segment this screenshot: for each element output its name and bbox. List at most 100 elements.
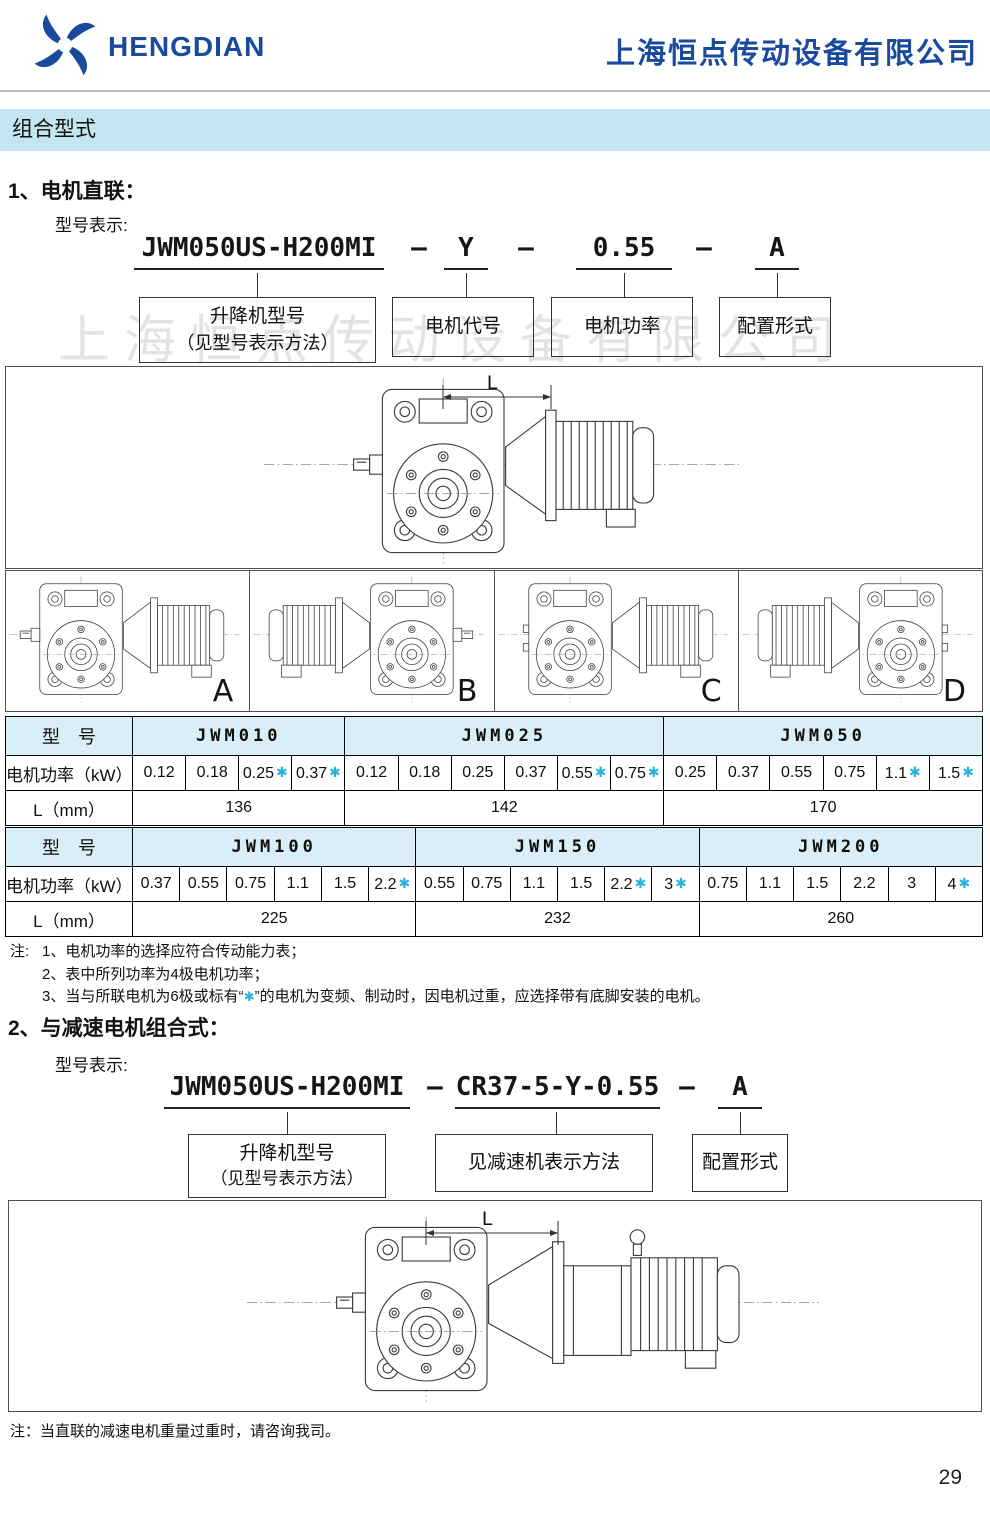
star-mark: ✱ [958,874,971,891]
power-cell: 2.2 [840,866,889,902]
power-cell: 0.37✱ [291,755,346,791]
power-cell: 0.37 [503,755,558,791]
power-cell: 3✱ [651,866,700,902]
page-number: 29 [938,1466,962,1489]
power-cell: 1.1✱ [875,755,930,791]
input-shaft-drawing [353,454,383,475]
power-cell: 4✱ [934,866,984,902]
note-3: 3、当与所联电机为6极或标有“✱”的电机为变频、制动时，因电机过重，应选择带有底… [42,986,970,1009]
designation-dash: – [518,233,534,263]
config-letter: B [456,674,478,709]
designation-part-model: JWM050US-H200MI [164,1072,410,1109]
power-cell: 1.5 [320,866,370,902]
length-row-label: L（mm） [5,790,133,826]
power-cell: 0.55 [179,866,228,902]
caption-config-type: 配置形式 [719,297,831,357]
power-cell: 0.75 [698,866,747,902]
power-cell: 1.5 [556,866,606,902]
power-cell: 0.25 [450,755,505,791]
config-letter: C [700,674,722,709]
caption-line: 电机功率 [583,315,660,337]
star-mark: ✱ [243,989,255,1004]
power-cell: 0.25✱ [238,755,293,791]
power-cell: 0.12 [131,755,187,791]
caption-line: 见减速机表示方法 [467,1151,620,1173]
power-cell: 0.75 [822,755,877,791]
length-cell: 136 [131,790,346,826]
length-cell: 225 [132,901,417,937]
designation-part-power: 0.55 [576,233,672,270]
length-row-label: L（mm） [4,901,134,937]
power-cell: 1.5✱ [928,755,984,791]
leader-line [777,273,778,297]
gearmotor-side-view-drawing: L [263,372,741,565]
config-letter: D [942,674,966,709]
power-cell: 1.1 [745,866,795,902]
power-cell: 0.55 [415,866,464,902]
length-cell: 142 [344,790,665,826]
leader-line [740,1112,741,1134]
designation-part-config: A [718,1072,762,1109]
reduction-motor-drawing [488,1229,740,1369]
model-group-header: JWM100 [132,827,417,867]
caption-line: 升降机型号 [239,1142,335,1164]
star-mark: ✱ [675,874,687,891]
power-cell: 0.37 [716,755,771,791]
power-row-label: 电机功率（kW） [4,866,134,902]
caption-motor-code: 电机代号 [392,297,534,357]
model-group-header: JWM025 [344,716,665,756]
caption-lifter-model: 升降机型号 （见型号表示方法） [139,297,376,363]
reduction-gearmotor-drawing: L [246,1208,820,1403]
power-cell: 0.18 [185,755,240,791]
model-designation-2: JWM050US-H200MI – CR37-5-Y-0.55 – A 升降机型… [0,1072,990,1198]
star-mark: ✱ [398,874,411,891]
note-1: 1、电机功率的选择应符合传动能力表； [42,943,306,960]
notes-block: 注: 1、电机功率的选择应符合传动能力表； 2、表中所列功率为4极电机功率； 3… [10,941,970,1009]
designation-part-reducer: CR37-5-Y-0.55 [455,1072,660,1109]
star-mark: ✱ [647,763,660,780]
config-cell-c: C [495,571,739,711]
power-cell: 1.1 [509,866,559,902]
caption-config-type: 配置形式 [692,1134,788,1192]
note-3-text: ”的电机为变频、制动时，因电机过重，应选择带有底脚安装的电机。 [254,988,710,1005]
leader-line [287,1112,288,1134]
caption-line: （见型号表示方法） [210,1169,364,1189]
power-cell: 0.12 [344,755,399,791]
designation-part-model: JWM050US-H200MI [134,233,384,270]
input-shaft-drawing [336,1292,366,1313]
drawing-box-reduction-motor: L [8,1200,982,1412]
power-cell: 1.5 [793,866,842,902]
caption-line: （见型号表示方法） [176,332,339,353]
config-a-drawing [9,575,240,703]
config-b-drawing [253,575,484,703]
section1-model-label: 型号表示: [55,216,128,235]
model-group-header: JWM010 [131,716,346,756]
designation-dash: – [696,233,712,263]
company-name: 上海恒点传动设备有限公司 [605,38,978,70]
star-mark: ✱ [594,763,607,780]
section-banner: 组合型式 [0,109,990,151]
power-cell: 0.55 [769,755,824,791]
caption-reducer-method: 见减速机表示方法 [435,1134,653,1192]
power-cell: 2.2✱ [604,866,653,902]
length-cell: 232 [415,901,700,937]
config-c-drawing [497,575,729,703]
power-cell: 0.75✱ [610,755,665,791]
config-cell-a: A [6,571,251,711]
star-mark: ✱ [634,874,647,891]
caption-motor-power: 电机功率 [551,297,693,357]
power-cell: 0.25 [663,755,718,791]
model-group-header: JWM050 [663,716,983,756]
power-cell: 3 [887,866,936,902]
caption-line: 升降机型号 [209,306,305,328]
hengdian-pinwheel-icon [34,14,96,76]
leader-line [624,273,625,297]
dimension-L-label: L [487,372,498,394]
star-mark: ✱ [909,763,921,780]
power-cell: 0.18 [397,755,452,791]
power-cell: 0.75 [226,866,275,902]
note-2: 2、表中所列功率为4极电机功率； [42,965,269,983]
